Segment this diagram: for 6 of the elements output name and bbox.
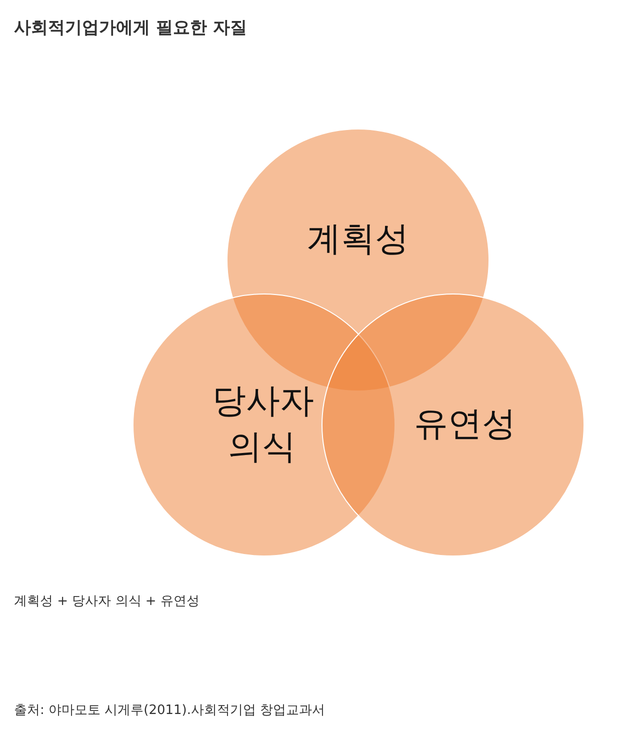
title: 사회적기업가에게 필요한 자질 bbox=[14, 17, 247, 39]
note-text: 계획성 + 당사자 의식 + 유연성 bbox=[14, 593, 200, 610]
circle-label: 유연성 bbox=[413, 403, 517, 446]
circle-label: 당사자 의식 bbox=[212, 380, 312, 469]
circle-label: 계획성 bbox=[306, 218, 410, 261]
source-caption: 출처: 야마모토 시게루(2011).사회적기업 창업교과서 bbox=[14, 702, 326, 719]
